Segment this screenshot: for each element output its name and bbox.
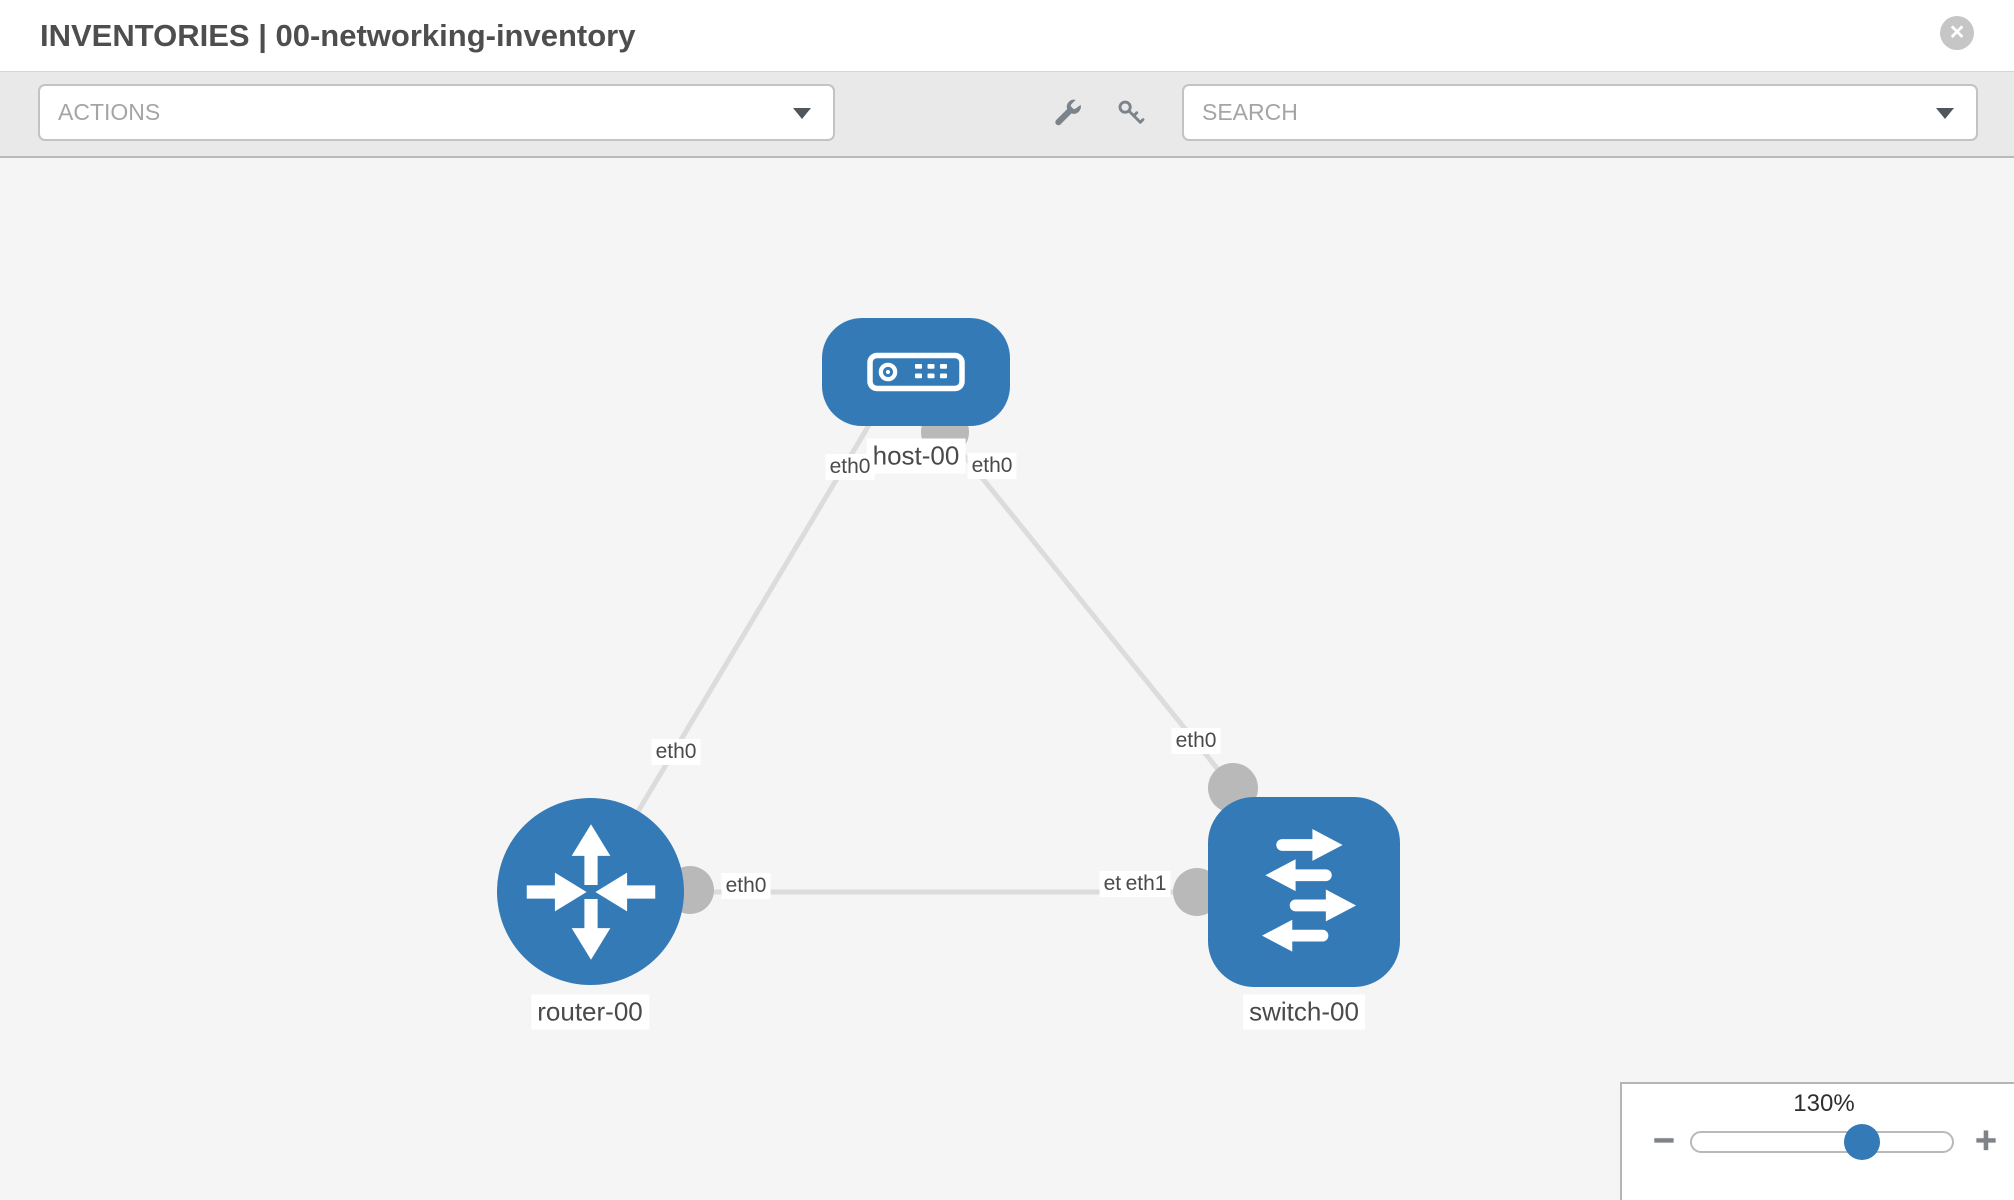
chevron-down-icon <box>1936 107 1954 119</box>
header: INVENTORIES | 00-networking-inventory × <box>0 0 2014 71</box>
interface-label-router-link: eth0 <box>651 739 701 765</box>
topology-canvas[interactable]: host-00 router-00 switch-00 eth0 eth0 et… <box>0 158 2014 1200</box>
wrench-button[interactable] <box>1045 84 1091 141</box>
page-title: INVENTORIES | 00-networking-inventory <box>40 18 636 53</box>
close-icon: × <box>1949 18 1965 46</box>
interface-label-switch-top: eth0 <box>1171 728 1221 754</box>
search-dropdown[interactable]: SEARCH <box>1182 84 1978 141</box>
zoom-slider-thumb[interactable] <box>1844 1124 1880 1160</box>
host-icon <box>867 352 965 392</box>
node-host-00[interactable] <box>822 318 1010 426</box>
links-layer <box>587 408 1304 916</box>
node-switch-00[interactable] <box>1208 797 1400 987</box>
router-icon <box>526 823 655 960</box>
wrench-icon <box>1055 99 1081 125</box>
zoom-out-button[interactable]: − <box>1652 1120 1676 1162</box>
zoom-slider-track[interactable] <box>1690 1131 1954 1153</box>
switch-icon <box>1262 829 1357 952</box>
close-button[interactable]: × <box>1940 16 1974 50</box>
node-label-switch: switch-00 <box>1243 994 1365 1030</box>
key-icon <box>1118 100 1145 124</box>
toolbar: ACTIONS SEARCH <box>0 71 2014 158</box>
zoom-in-button[interactable]: + <box>1974 1120 1998 1162</box>
node-label-router: router-00 <box>531 994 649 1030</box>
search-dropdown-label: SEARCH <box>1202 99 1298 125</box>
actions-dropdown-label: ACTIONS <box>58 99 161 125</box>
interface-label-host-right: eth0 <box>967 453 1017 479</box>
node-router-00[interactable] <box>497 798 684 985</box>
node-label-host: host-00 <box>866 438 966 474</box>
actions-dropdown[interactable]: ACTIONS <box>38 84 835 141</box>
key-button[interactable] <box>1108 84 1154 141</box>
interface-label-host-left: eth0 <box>825 454 875 480</box>
zoom-value: 130% <box>1793 1090 1855 1117</box>
zoom-control-panel: 130% − + <box>1620 1082 2014 1200</box>
interface-label-switch-left: eth1 <box>1121 871 1171 897</box>
chevron-down-icon <box>793 107 811 119</box>
interface-label-router-right: eth0 <box>721 873 771 899</box>
